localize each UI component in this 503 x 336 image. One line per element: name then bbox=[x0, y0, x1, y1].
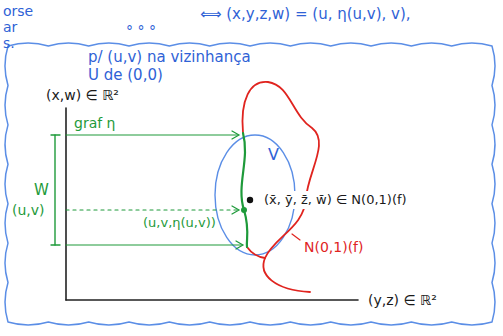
graph-curve bbox=[241, 133, 247, 247]
axis-label: (x,w) ∈ ℝ² bbox=[46, 86, 119, 104]
leader-line bbox=[292, 234, 300, 240]
point-dot bbox=[247, 197, 253, 203]
axis-label: (y,z) ∈ ℝ² bbox=[368, 291, 437, 309]
level-set-curve bbox=[242, 82, 319, 292]
fragment-text: orse bbox=[3, 2, 33, 20]
interval-tick bbox=[51, 244, 60, 245]
interval-tick bbox=[51, 134, 60, 135]
projection-line bbox=[66, 244, 242, 245]
level-set-label: N(0,1)(f) bbox=[302, 238, 366, 256]
interval-bracket bbox=[54, 135, 55, 245]
arrowhead bbox=[236, 241, 243, 249]
level-set-curve bbox=[247, 247, 265, 258]
horizontal-axis bbox=[66, 299, 358, 301]
arrowhead bbox=[232, 206, 239, 214]
graph-label: graf η bbox=[74, 114, 115, 132]
cloud-border bbox=[5, 43, 495, 325]
graph-point bbox=[241, 207, 247, 213]
point-label: (u,v) bbox=[12, 201, 45, 219]
point-label: (u,v,η(u,v)) bbox=[143, 214, 216, 232]
point-label: (x̄, ȳ, z̄, w̄) ∈ N(0,1)(f) bbox=[262, 191, 409, 209]
cloud-outline bbox=[0, 38, 500, 330]
bubble-text: p/ (u,v) na vizinhança U de (0,0) bbox=[88, 48, 263, 84]
projection-line bbox=[66, 134, 238, 135]
equation: ⟺ (x,y,z,w) = (u, η(u,v), v), bbox=[200, 5, 411, 23]
fragment-text: s. bbox=[3, 34, 15, 52]
vertical-axis bbox=[65, 108, 67, 300]
projection-line bbox=[66, 209, 238, 210]
interval-label: W bbox=[34, 181, 49, 199]
thought-cloud: p/ (u,v) na vizinhança U de (0,0) bbox=[0, 38, 500, 330]
arrowhead bbox=[232, 131, 239, 139]
region-label: V bbox=[268, 146, 279, 164]
fragment-text: ar bbox=[3, 18, 17, 36]
thought-dots: ° ° ° bbox=[126, 22, 156, 40]
